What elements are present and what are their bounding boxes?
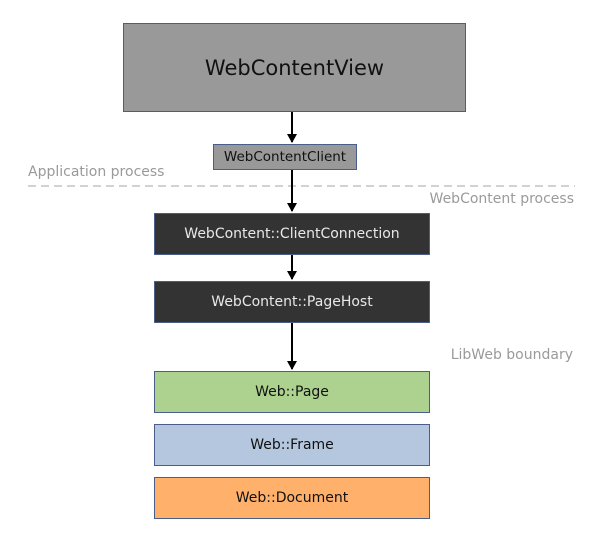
node-clientconnection: WebContent::ClientConnection: [154, 213, 430, 255]
node-pagehost: WebContent::PageHost: [154, 281, 430, 323]
node-webcontentclient-label: WebContentClient: [223, 149, 347, 165]
application-process-label: Application process: [28, 164, 165, 180]
webcontent-process-label: WebContent process: [429, 191, 574, 207]
node-web-frame-label: Web::Frame: [250, 437, 334, 453]
node-webcontentview-label: WebContentView: [204, 55, 385, 80]
node-web-frame: Web::Frame: [154, 424, 430, 466]
node-clientconnection-label: WebContent::ClientConnection: [184, 226, 400, 242]
node-web-document: Web::Document: [154, 477, 430, 519]
node-web-page-label: Web::Page: [255, 384, 329, 400]
node-web-page: Web::Page: [154, 371, 430, 413]
libweb-boundary-label: LibWeb boundary: [450, 347, 573, 363]
node-pagehost-label: WebContent::PageHost: [211, 294, 373, 310]
node-webcontentview: WebContentView: [123, 23, 466, 112]
node-web-document-label: Web::Document: [235, 490, 349, 506]
node-webcontentclient: WebContentClient: [213, 144, 357, 170]
